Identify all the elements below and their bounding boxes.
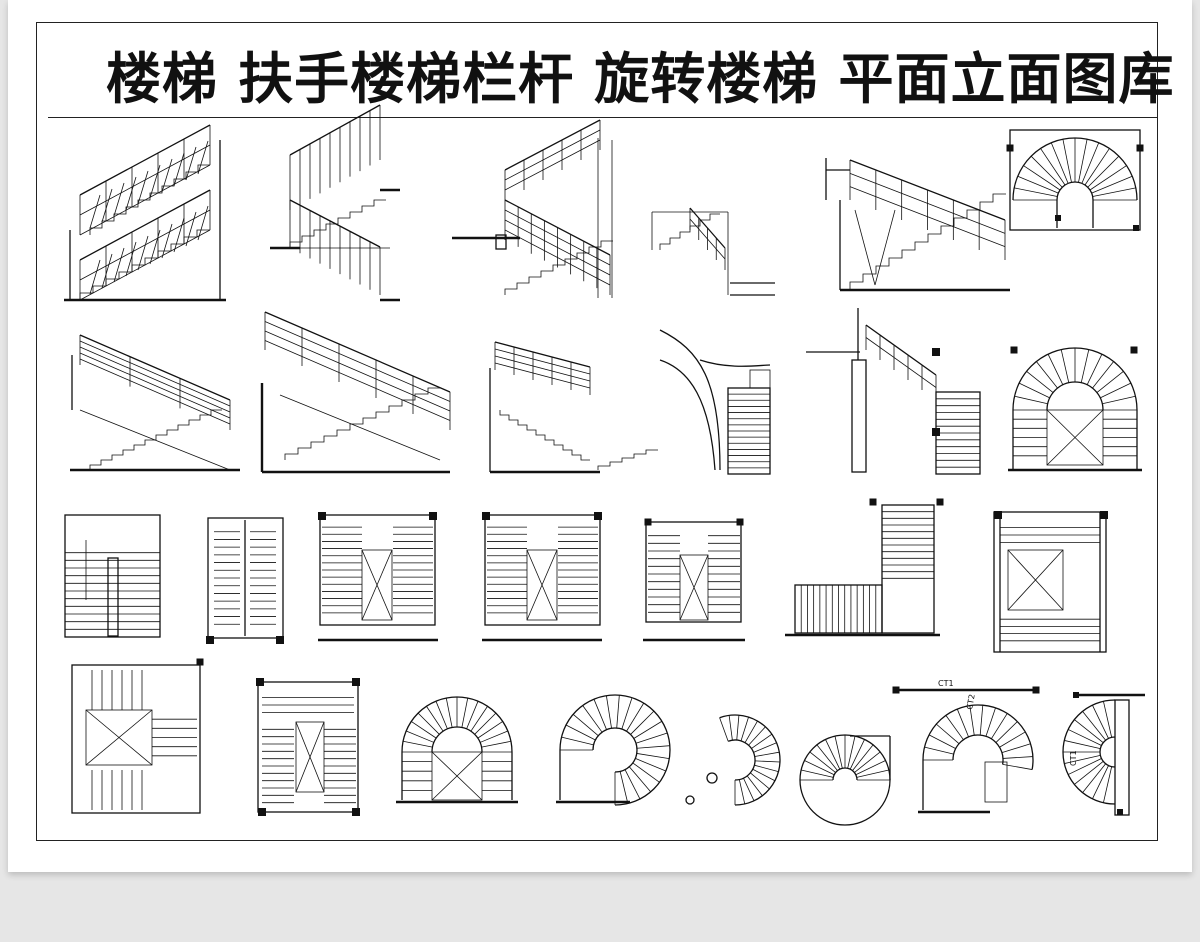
spiral-plan-2 bbox=[1008, 346, 1142, 472]
stair-elevation-2 bbox=[270, 104, 400, 302]
spiral-plan-8 bbox=[1062, 692, 1145, 816]
stair-plan-8 bbox=[71, 658, 204, 814]
stair-elevation-4 bbox=[651, 207, 775, 296]
label-ct1: CT1 bbox=[938, 679, 954, 688]
row-plans-1 bbox=[64, 498, 1108, 653]
stair-plan-2 bbox=[206, 517, 284, 644]
stair-elevation-10 bbox=[806, 308, 981, 475]
stair-plan-5 bbox=[643, 518, 745, 642]
stair-plan-4 bbox=[482, 512, 602, 642]
stair-plan-6 bbox=[785, 498, 944, 637]
spiral-plan-4 bbox=[556, 694, 671, 806]
stair-elevation-6 bbox=[70, 334, 240, 472]
stair-elevation-5 bbox=[825, 158, 1010, 292]
spiral-plan-6 bbox=[799, 734, 891, 826]
label-ct2: CT2 bbox=[965, 693, 977, 710]
drawing-frame bbox=[36, 22, 1158, 841]
spiral-plan-5 bbox=[685, 714, 781, 806]
row-elevations-2 bbox=[70, 308, 1142, 475]
label-ct1-side: CT1 bbox=[1069, 750, 1078, 766]
row-plans-2 bbox=[71, 658, 1145, 826]
stair-elevation-9 bbox=[659, 329, 771, 475]
stair-plan-7 bbox=[993, 511, 1108, 653]
stair-plan-1 bbox=[64, 514, 161, 638]
stair-elevation-1 bbox=[64, 124, 226, 302]
stair-elevation-7 bbox=[260, 311, 451, 474]
stair-plan-3 bbox=[318, 512, 438, 642]
title-divider bbox=[48, 117, 1158, 118]
spiral-plan-1 bbox=[1006, 129, 1144, 231]
stair-elevation-8 bbox=[489, 341, 658, 474]
row-elevations-1 bbox=[64, 104, 1144, 302]
page-title: 楼梯 扶手楼梯栏杆 旋转楼梯 平面立面图库 bbox=[106, 47, 1175, 111]
spiral-plan-3 bbox=[396, 696, 518, 804]
stair-plan-9 bbox=[256, 678, 360, 816]
spiral-plan-7 bbox=[892, 686, 1040, 814]
stair-elevation-3 bbox=[452, 119, 613, 298]
